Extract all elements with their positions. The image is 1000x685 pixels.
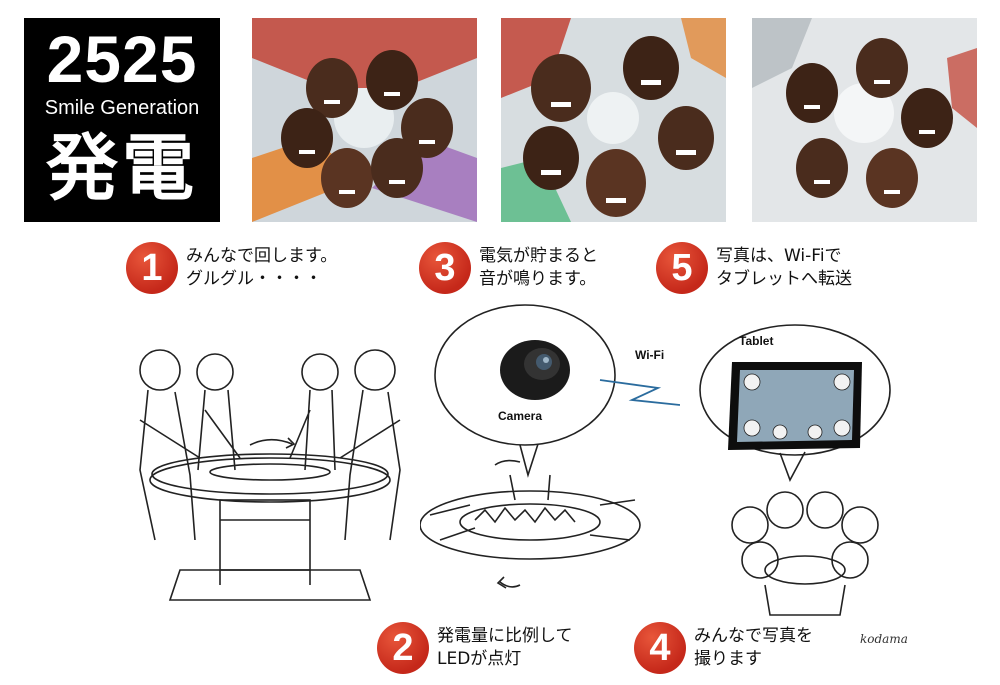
tablet-icon [728, 362, 862, 450]
tablet-label: Tablet [739, 334, 774, 348]
photo-children-circle-2 [501, 18, 726, 222]
illustration-children-turning-table [139, 349, 401, 601]
step-4-number: 4 [634, 622, 686, 674]
step-1-text: みんなで回します。 グルグル・・・・ [186, 246, 338, 289]
step-1-number: 1 [126, 242, 178, 294]
step-2-number: 2 [377, 622, 429, 674]
step-1: 1 みんなで回します。 グルグル・・・・ [126, 242, 337, 294]
step-3-text: 電気が貯まると 音が鳴ります。 [479, 246, 598, 289]
wifi-label: Wi-Fi [635, 348, 665, 362]
step-3-number: 3 [419, 242, 471, 294]
step-2-text: 発電量に比例して LEDが点灯 [437, 626, 573, 669]
illustration-camera-and-hands [420, 304, 680, 589]
camera-icon [500, 340, 570, 400]
camera-label: Camera [498, 409, 543, 423]
logo-subtitle: Smile Generation [44, 97, 200, 119]
step-5-text: 写真は、Wi-Fiで タブレットへ転送 [716, 246, 852, 289]
photo-children-circle-3 [752, 18, 977, 222]
illustration-tablet-and-kids [699, 324, 891, 616]
logo-2525-smile-generation: 2525 Smile Generation 発電 [24, 18, 220, 222]
artist-signature: kodama [860, 632, 908, 646]
photo-children-circle-1 [252, 18, 477, 222]
step-5-number: 5 [656, 242, 708, 294]
step-4-text: みんなで写真を 撮ります [694, 626, 813, 669]
step-3: 3 電気が貯まると 音が鳴ります。 [419, 242, 598, 294]
step-5: 5 写真は、Wi-Fiで タブレットへ転送 [656, 242, 852, 294]
step-2: 2 発電量に比例して LEDが点灯 [377, 622, 573, 674]
logo-number: 2525 [46, 22, 198, 96]
logo-kanji: 発電 [45, 126, 198, 210]
step-4: 4 みんなで写真を 撮ります [634, 622, 813, 674]
